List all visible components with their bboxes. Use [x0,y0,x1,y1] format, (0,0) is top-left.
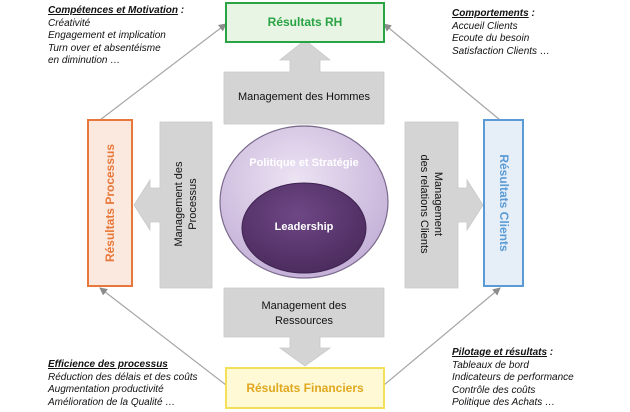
label-resultats-clients: Résultats Clients [497,154,511,252]
box-resultats-rh [225,2,385,43]
connector-financiers-to-processus [99,287,227,386]
corner-comportements-line: Accueil Clients [452,20,518,32]
corner-comportements-line: Ecoute du besoin [452,33,530,44]
corner-pilotage-line: Tableaux de bord [452,359,529,371]
label-management-relations-clients-line2: des relations Clients [418,154,430,254]
label-management-processus-line2: Processus [187,178,199,230]
circle-leadership [241,182,367,274]
arrow-management-processus [133,121,213,289]
corner-competences-line: Créativité [48,17,91,29]
label-resultats-financiers: Résultats Financiers [246,381,364,395]
label-management-processus-line1: Management des [173,161,185,247]
corner-competences-line: Engagement et implication [48,30,166,41]
arrow-management-relations-clients [404,121,484,289]
label-management-ressources: Management des Ressources [224,299,384,329]
label-management-processus: Management des Processus [172,129,200,279]
corner-competences-suffix: : [178,5,185,16]
box-resultats-clients [483,119,524,287]
label-management-relations-clients: Management des relations Clients [417,129,445,279]
corner-pilotage-title: Pilotage et résultats [452,347,548,358]
label-politique-strategie: Politique et Stratégie [249,157,359,169]
corner-comportements-title: Comportements [452,8,529,19]
corner-comportements-suffix: : [528,8,535,19]
corner-pilotage-line: Indicateurs de performance [452,372,574,383]
box-resultats-processus [87,119,133,287]
corner-competences-line: en diminution … [48,55,121,66]
label-management-relations-clients-line1: Management [432,171,444,237]
corner-pilotage-resultats: Pilotage et résultats : Tableaux de bord… [452,347,574,410]
corner-pilotage-line: Politique des Achats … [452,397,556,408]
label-resultats-rh: Résultats RH [267,15,343,29]
connector-clients-to-rh [383,23,501,121]
arrow-management-hommes [223,39,385,125]
corner-efficience-line: Réduction des délais et des coûts [48,371,198,383]
connector-financiers-to-clients [383,287,501,386]
connector-processus-to-rh [99,23,227,121]
arrow-management-ressources [223,287,385,367]
box-resultats-financiers [225,367,385,409]
corner-comportements-line: Satisfaction Clients … [452,45,550,57]
label-leadership: Leadership [274,221,334,233]
corner-competences-title: Compétences et Motivation [48,5,179,16]
corner-pilotage-suffix: : [547,347,554,358]
label-management-ressources-line1: Management des [261,300,347,312]
corner-efficience-line: Amélioration de la Qualité … [48,396,176,408]
corner-efficience-line: Augmentation productivité [48,384,164,395]
corner-pilotage-line: Contrôle des coûts [452,384,536,396]
corner-efficience-title: Efficience des processus [48,359,168,370]
corner-comportements: Comportements : Accueil Clients Ecoute d… [452,8,550,58]
label-management-hommes: Management des Hommes [237,91,371,103]
corner-competences-line: Turn over et absentéisme [48,42,161,54]
label-management-ressources-line2: Ressources [274,315,334,327]
label-resultats-processus: Résultats Processus [103,143,117,263]
corner-efficience-processus: Efficience des processus Réduction des d… [48,359,198,409]
corner-competences-motivation: Compétences et Motivation : Créativité E… [48,5,184,68]
